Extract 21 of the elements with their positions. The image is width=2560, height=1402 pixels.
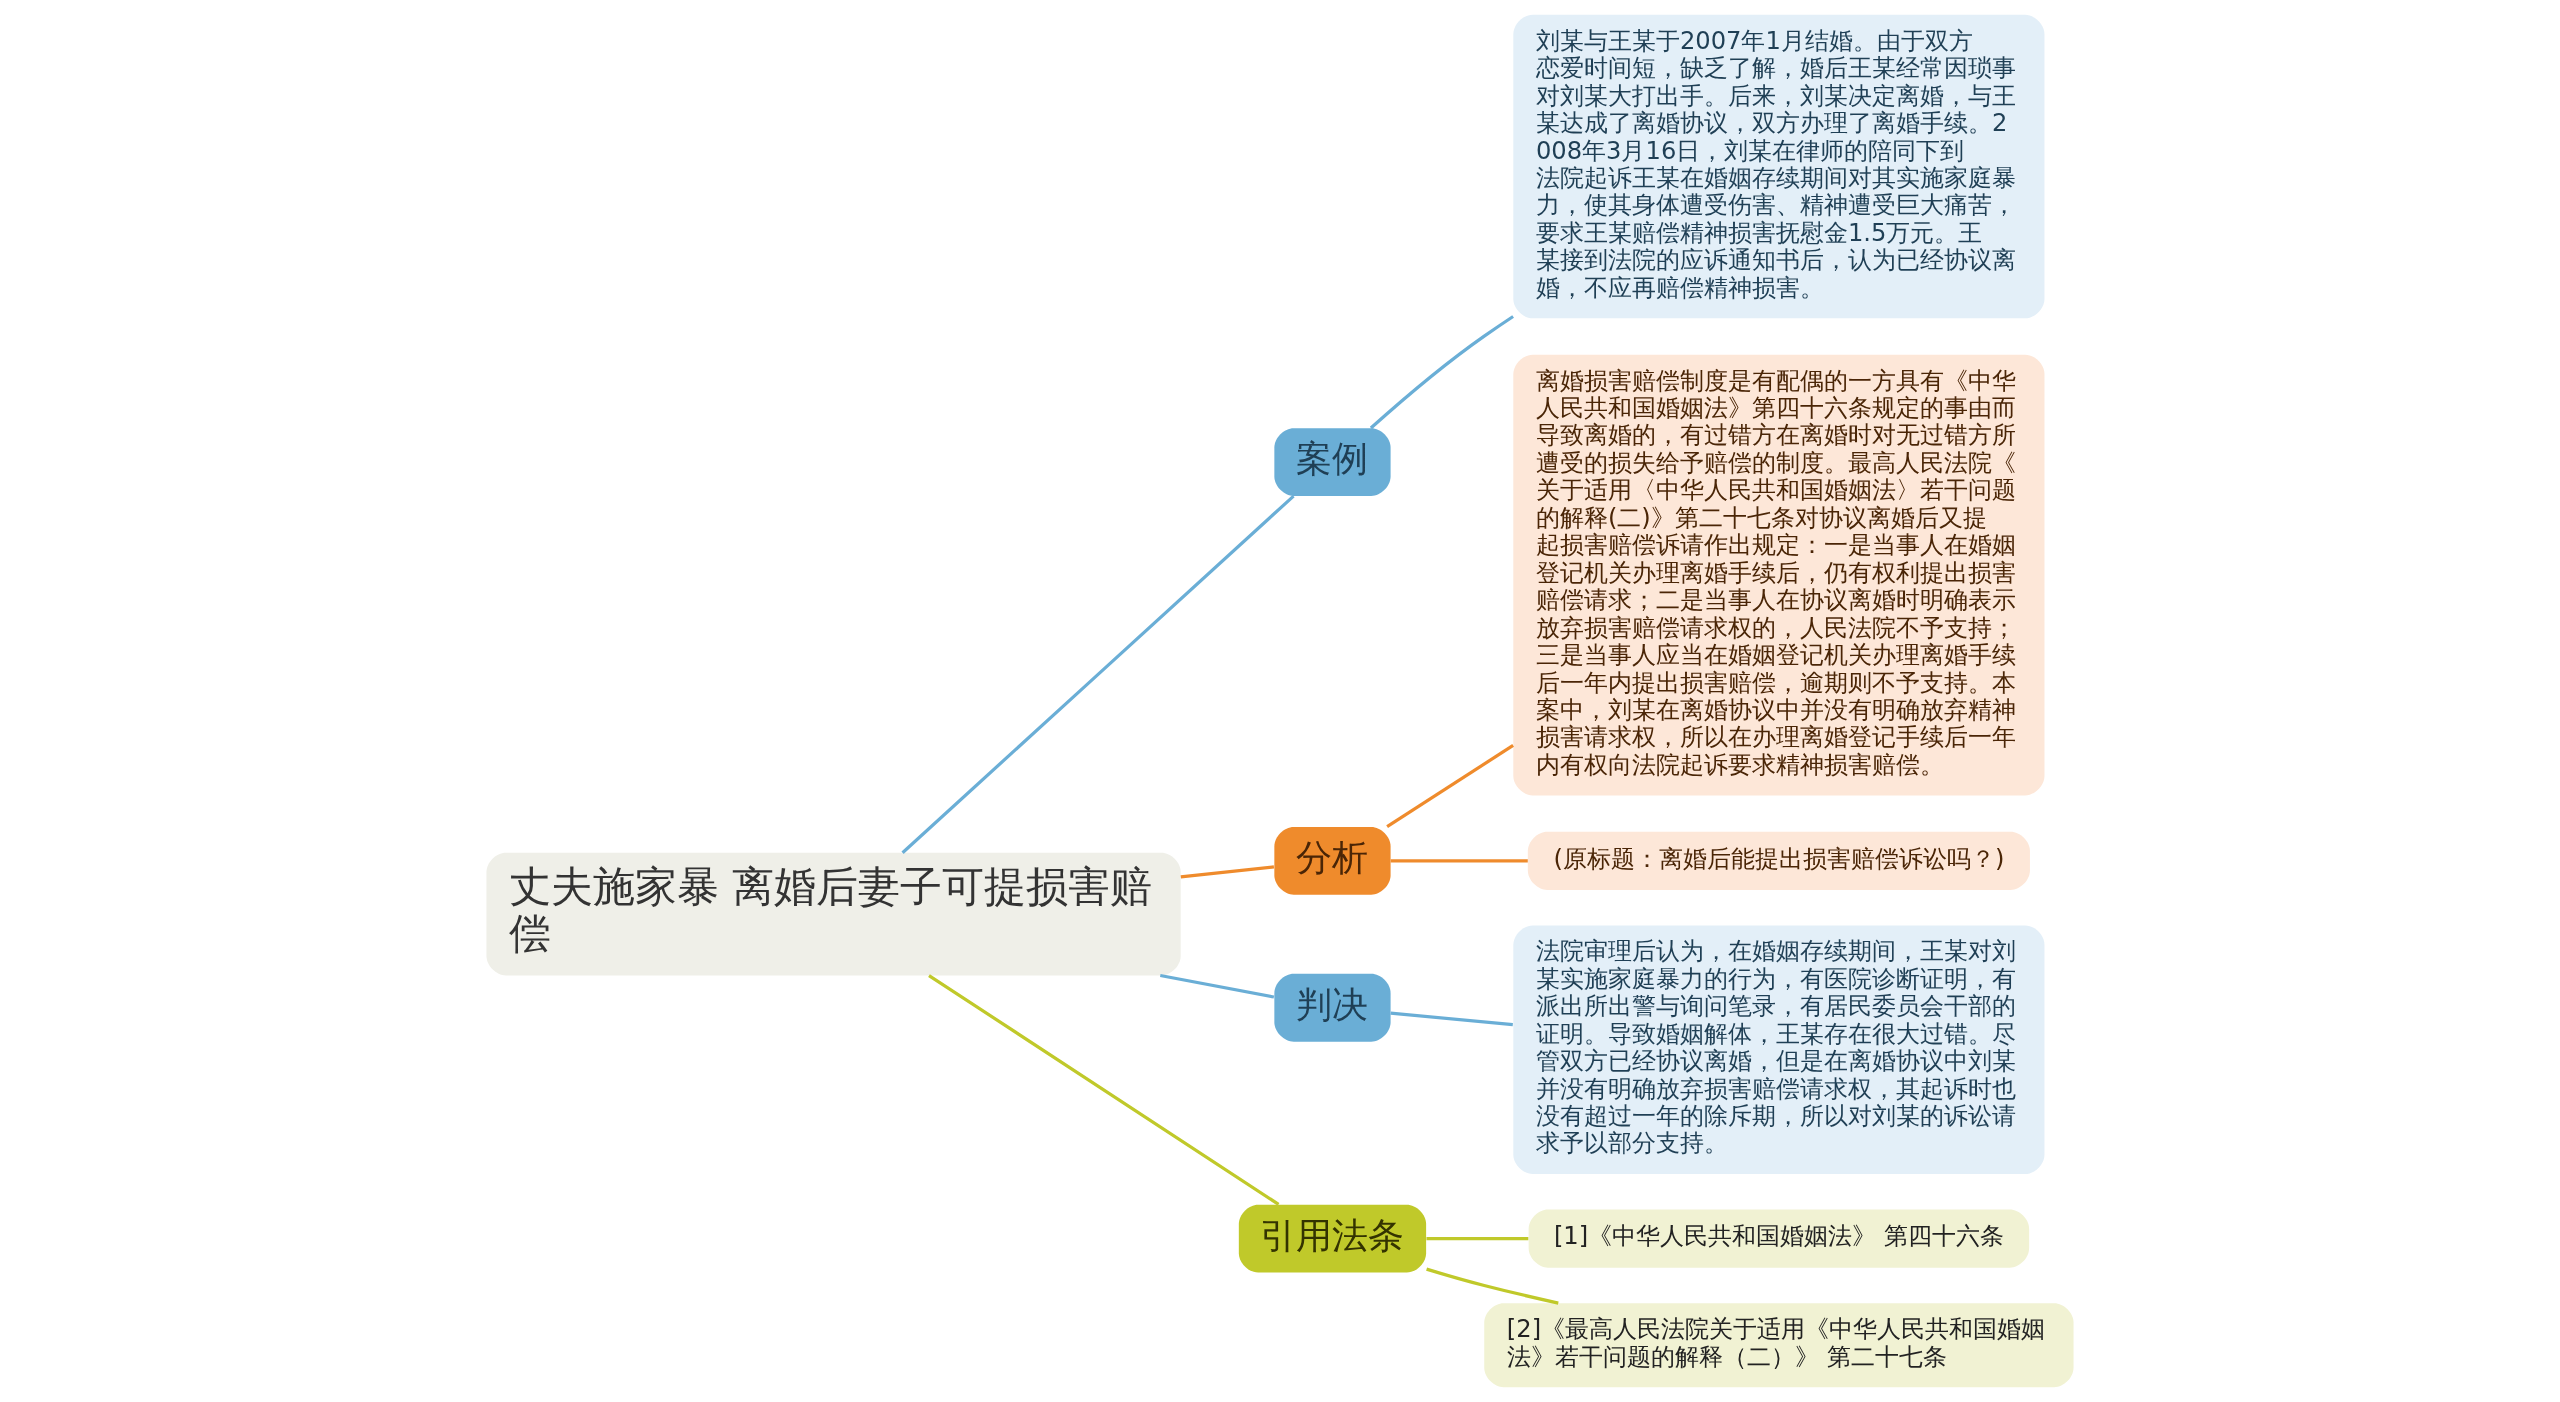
connector bbox=[1426, 1267, 1559, 1305]
connector bbox=[1180, 865, 1275, 879]
connector bbox=[901, 494, 1295, 854]
connector bbox=[1369, 315, 1514, 430]
node-box: 案例 bbox=[1274, 428, 1391, 496]
node-box: [1]《中华人民共和国婚姻法》 第四十六条 bbox=[1528, 1209, 2030, 1268]
node-box: 法院审理后认为，在婚姻存续期间，王某对刘某实施家庭暴力的行为，有医院诊断证明，有派出所出警与询问笔录，有居民委员会干部的证明。导致婚姻解体，王某存在很大过错。尽管双方已经协议离婚，但是在离婚协议中刘某并没有明确放弃损害赔偿请求权，其起诉时也没有超过一年的除斥期，所以对刘某的诉讼请求予以部分支持。 bbox=[1513, 925, 2045, 1175]
connector bbox=[1390, 1011, 1513, 1027]
node-box: 判决 bbox=[1274, 973, 1391, 1042]
connector bbox=[928, 974, 1280, 1206]
connector bbox=[1390, 859, 1528, 863]
node-box: 分析 bbox=[1274, 826, 1391, 895]
connector bbox=[1386, 744, 1514, 828]
node-box: 离婚损害赔偿制度是有配偶的一方具有《中华人民共和国婚姻法》第四十六条规定的事由而导致离婚的，有过错方在离婚时对无过错方所遭受的损失给予赔偿的制度。最高人民法院《关于适用〈中华人民共和国婚姻法〉若干问题的解释(二)》第二十七条对协议离婚后又提起损害赔偿诉请作出规定：一是当事人在婚姻登记机关办理离婚手续后，仍有权利提出损害赔偿请求；二是当事人在协议离婚时明确表示放弃损害赔偿请求权的，人民法院不予支持；三是当事人应当在婚姻登记机关办理离婚手续后一年内提出损害赔偿，逾期则不予支持。本案中，刘某在离婚协议中并没有明确放弃精神损害请求权，所以在办理离婚登记手续后一年内有权向法院起诉要求精神损害赔偿。 bbox=[1513, 354, 2045, 796]
connector bbox=[1426, 1237, 1529, 1241]
node-box: (原标题：离婚后能提出损害赔偿诉讼吗？) bbox=[1527, 831, 2030, 890]
node-box: 丈夫施家暴 离婚后妻子可提损害赔偿 bbox=[486, 852, 1181, 976]
node-box: 刘某与王某于2007年1月结婚。由于双方恋爱时间短，缺乏了解，婚后王某经常因琐事对刘某大打出手。后来，刘某决定离婚，与王某达成了离婚协议，双方办理了离婚手续。2008年3月16日，刘某在律师的陪同下到法院起诉王某在婚姻存续期间对其实施家庭暴力，使其身体遭受伤害、精神遭受巨大痛苦，要求王某赔偿精神损害抚慰金1.5万元。王某接到法院的应诉通知书后，认为已经协议离婚，不应再赔偿精神损害。 bbox=[1513, 14, 2045, 319]
connector bbox=[1160, 973, 1275, 999]
node-box: [2]《最高人民法院关于适用《中华人民共和国婚姻法》若干问题的解释（二）》 第二十七条 bbox=[1484, 1303, 2074, 1388]
node-box: 引用法条 bbox=[1238, 1204, 1427, 1273]
